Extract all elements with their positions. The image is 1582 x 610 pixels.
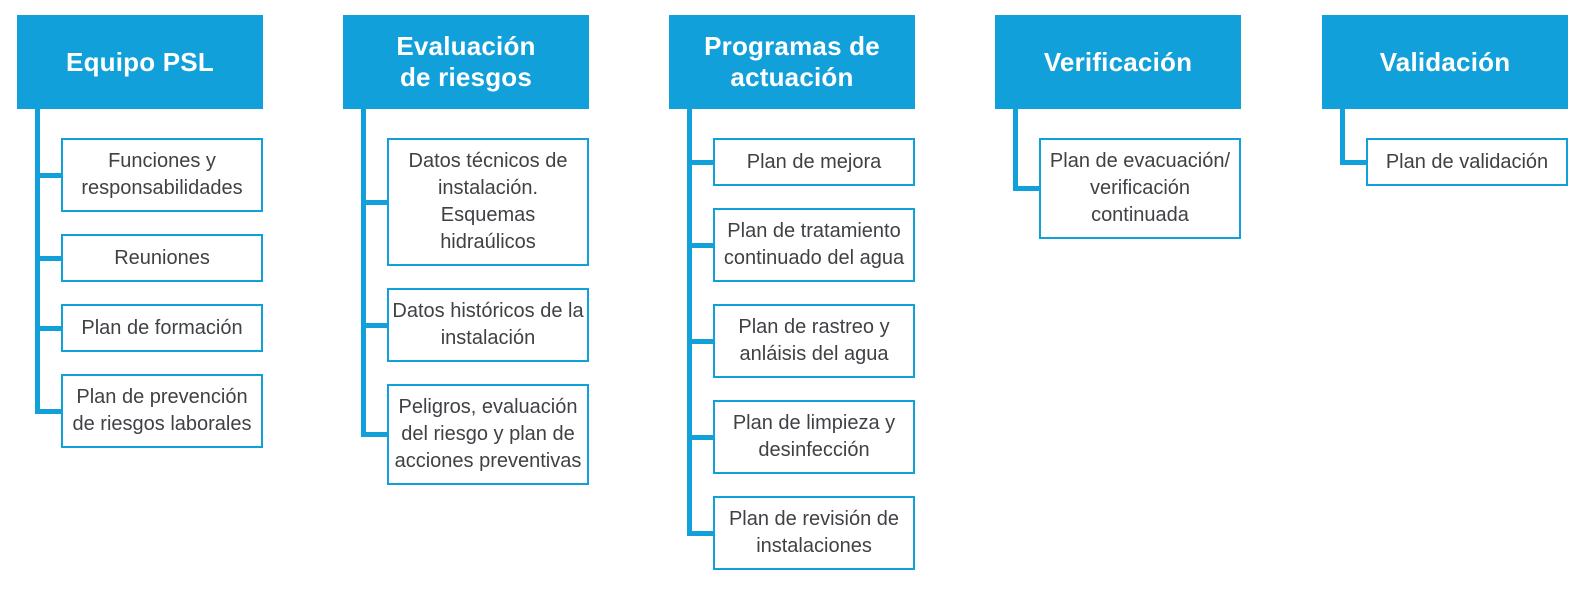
connector-stub — [35, 255, 61, 261]
connector-stub — [687, 530, 713, 536]
phase-header: Verificación — [995, 15, 1241, 109]
phase-header: Validación — [1322, 15, 1568, 109]
connector-stub — [35, 172, 61, 178]
phase-item-label: Plan de limpieza y desinfección — [732, 412, 896, 461]
phase-item-label: Funciones y responsabilidades — [81, 150, 243, 199]
connector-stub — [687, 434, 713, 440]
connector-trunk — [1013, 109, 1018, 191]
connector-stub — [687, 242, 713, 248]
phase-item: Plan de mejora — [713, 138, 915, 186]
connector-stub — [361, 199, 387, 205]
phase-item-label: Plan de revisión de instalaciones — [728, 508, 900, 557]
phase-item-label: Plan de validación — [1385, 150, 1549, 173]
phase-item: Reuniones — [61, 234, 263, 282]
connector-trunk — [35, 109, 40, 414]
connector-trunk — [1340, 109, 1345, 165]
phase-items: Plan de mejora Plan de tratamiento conti… — [669, 138, 915, 570]
phase-title: Equipo PSL — [66, 46, 214, 77]
phase-items: Datos técnicos de instalación. Esquemas … — [343, 138, 589, 485]
phase-item: Datos técnicos de instalación. Esquemas … — [387, 138, 589, 266]
connector-stub — [687, 338, 713, 344]
phase-item: Plan de tratamiento continuado del agua — [713, 208, 915, 282]
phase-item-label: Plan de rastreo y anláisis del agua — [738, 316, 890, 365]
phase-item: Plan de validación — [1366, 138, 1568, 186]
phase-item: Plan de limpieza y desinfección — [713, 400, 915, 474]
phase-item-label: Reuniones — [114, 246, 210, 269]
phase-column-1: Equipo PSL Funciones y responsabilidades… — [17, 15, 263, 448]
phase-item: Funciones y responsabilidades — [61, 138, 263, 212]
connector-stub — [687, 159, 713, 165]
phase-item-label: Peligros, evaluación del riesgo y plan d… — [394, 396, 582, 472]
phase-item: Plan de revisión de instalaciones — [713, 496, 915, 570]
phase-column-4: Verificación Plan de evacuación/ verific… — [995, 15, 1241, 239]
phase-item: Plan de prevención de riesgos laborales — [61, 374, 263, 448]
phase-item-label: Plan de prevención de riesgos laborales — [72, 386, 252, 435]
phase-item-label: Plan de tratamiento continuado del agua — [723, 220, 905, 269]
phase-item-label: Datos técnicos de instalación. Esquemas … — [408, 150, 568, 253]
connector-stub — [35, 408, 61, 414]
connector-stub — [1013, 186, 1039, 191]
phase-title: Validación — [1379, 46, 1511, 77]
connector-stub — [1340, 159, 1366, 165]
phase-item: Datos históricos de la instalación — [387, 288, 589, 362]
phase-item: Plan de formación — [61, 304, 263, 352]
phase-item-label: Plan de mejora — [746, 150, 882, 173]
phase-item-label: Plan de evacuación/ verificación continu… — [1049, 150, 1231, 226]
phase-item: Plan de evacuación/ verificación continu… — [1039, 138, 1241, 239]
connector-stub — [361, 322, 387, 328]
phase-column-5: Validación Plan de validación — [1322, 15, 1568, 186]
phase-items: Plan de validación — [1322, 138, 1568, 186]
phase-items: Plan de evacuación/ verificación continu… — [995, 138, 1241, 239]
phase-items: Funciones y responsabilidades Reuniones … — [17, 138, 263, 448]
connector-trunk — [687, 109, 692, 536]
phase-item: Plan de rastreo y anláisis del agua — [713, 304, 915, 378]
connector-stub — [35, 325, 61, 331]
connector-trunk — [361, 109, 366, 437]
phase-item-label: Datos históricos de la instalación — [392, 300, 584, 349]
phase-header: Equipo PSL — [17, 15, 263, 109]
phase-title: Verificación — [1043, 46, 1193, 77]
phase-item: Peligros, evaluación del riesgo y plan d… — [387, 384, 589, 485]
connector-stub — [361, 432, 387, 437]
phase-item-label: Plan de formación — [81, 316, 243, 339]
